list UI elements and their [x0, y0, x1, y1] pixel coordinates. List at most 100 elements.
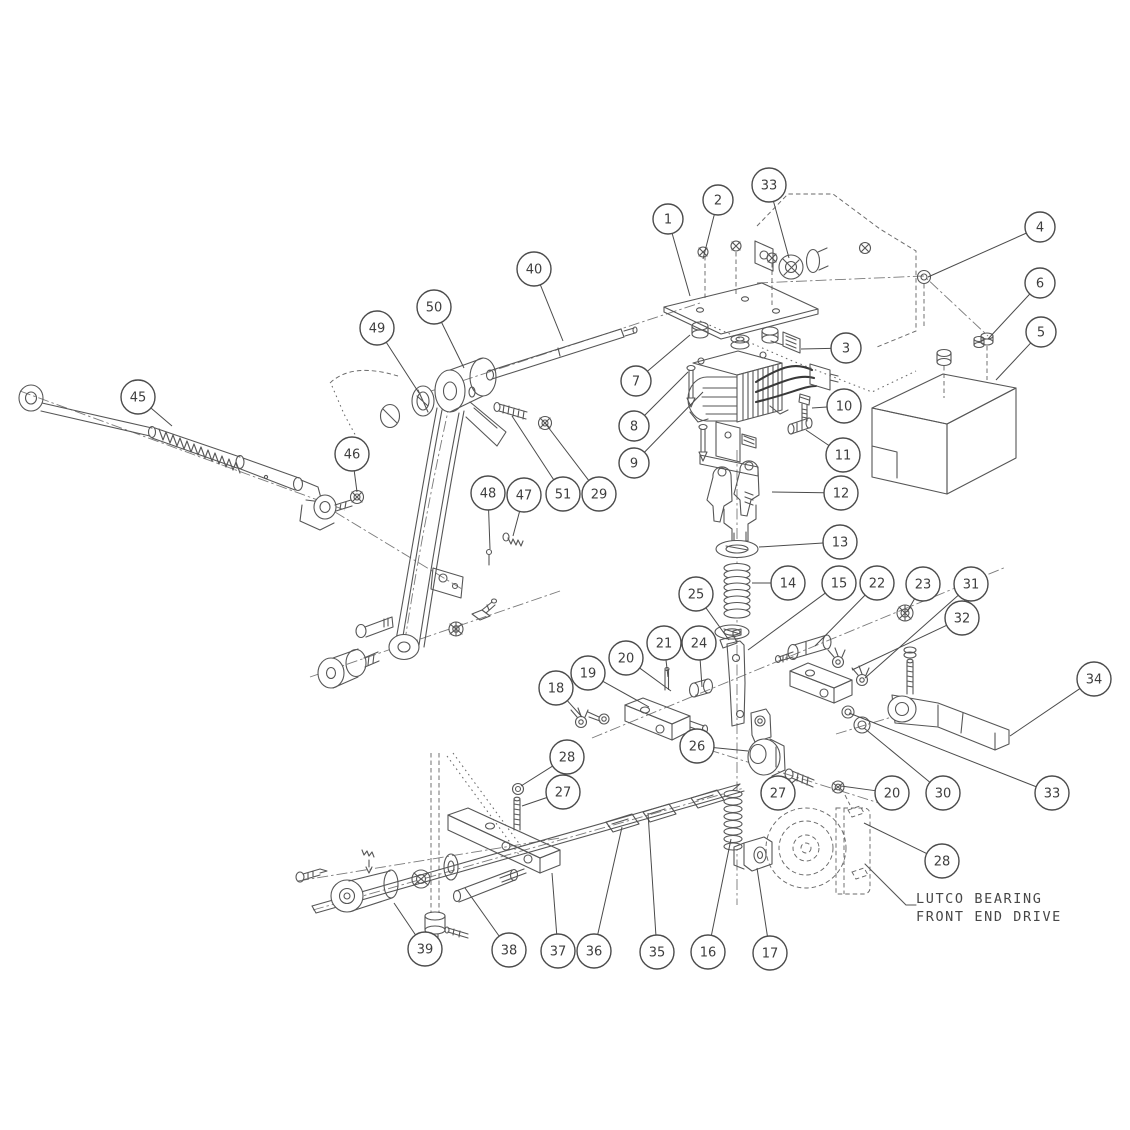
callout-number-12: 12: [833, 487, 850, 502]
callout-balloon-34: [1076, 661, 1112, 697]
leader-line-27: [791, 778, 798, 784]
lock-nut-42: [448, 621, 464, 637]
callout-balloon-18: [538, 670, 574, 706]
nut-28-left: [511, 782, 525, 796]
lutco-bearing: [765, 794, 871, 895]
spring-14: [723, 562, 751, 619]
leader-line-49: [385, 342, 420, 394]
callout-number-9: 9: [630, 457, 638, 472]
leader-line-5: [995, 342, 1032, 381]
leader-line-34: [1009, 688, 1081, 737]
callout-balloon-33: [751, 167, 787, 203]
callout-balloon-47: [506, 477, 542, 513]
callout-balloon-10: [826, 388, 862, 424]
leader-line-16: [710, 838, 732, 936]
spring-screw-47: [502, 532, 524, 547]
callout-balloon-8: [618, 410, 650, 442]
flat-link-15: [719, 628, 746, 727]
leader-line-36: [597, 826, 623, 935]
callout-balloon-5: [1025, 316, 1057, 348]
bolt-44: [355, 616, 394, 639]
note-label: LUTCO BEARING FRONT END DRIVE: [864, 863, 1062, 925]
leader-line-4: [927, 232, 1027, 278]
callout-balloon-4: [1024, 211, 1056, 243]
callout-number-20: 20: [618, 652, 635, 667]
fitting-43: [471, 598, 498, 621]
callout-number-17: 17: [762, 947, 779, 962]
callout-balloon-25: [678, 576, 714, 612]
callout-number-48: 48: [480, 487, 497, 502]
callout-number-51: 51: [555, 488, 572, 503]
leader-line-30: [863, 727, 931, 783]
callout-number-27: 27: [555, 786, 572, 801]
spring-16: [723, 783, 743, 851]
screw-27-right: [784, 768, 815, 788]
callout-number-20: 20: [884, 787, 901, 802]
link-straps-12: [706, 460, 760, 542]
callout-balloon-27: [760, 775, 796, 811]
callout-balloon-37: [540, 933, 576, 969]
leader-line-45: [150, 407, 173, 427]
callout-number-29: 29: [591, 488, 608, 503]
callout-balloon-45: [120, 379, 156, 415]
bolt-small-left: [587, 711, 610, 725]
callout-number-19: 19: [580, 667, 597, 682]
callout-balloon-35: [639, 934, 675, 970]
callout-number-18: 18: [548, 682, 565, 697]
tie-rod-45: [18, 384, 353, 531]
callout-number-33: 33: [761, 179, 778, 194]
adjuster-screw-51: [493, 401, 528, 420]
clip-31b: [851, 665, 870, 687]
note-leader: [864, 863, 917, 906]
callout-balloon-20: [608, 640, 644, 676]
pin-48: [485, 548, 493, 566]
bell-crank-26: [747, 708, 786, 777]
callout-number-6: 6: [1036, 277, 1044, 292]
callout-number-21: 21: [656, 637, 673, 652]
washer-33-right: [841, 705, 855, 719]
leader-line-17: [756, 867, 768, 937]
leader-line-1: [671, 233, 691, 297]
block-37: [447, 807, 561, 874]
hidden-lines: [329, 193, 988, 913]
callout-number-36: 36: [586, 945, 603, 960]
callout-number-2: 2: [714, 194, 722, 209]
callout-number-31: 31: [963, 578, 980, 593]
leader-line-20: [840, 785, 876, 792]
roller-39: [330, 849, 399, 913]
oval-washer-39: [443, 853, 459, 881]
callout-number-33: 33: [1044, 787, 1061, 802]
callout-number-32: 32: [954, 612, 971, 627]
callout-balloon-9: [618, 447, 650, 479]
callout-number-8: 8: [630, 420, 638, 435]
callout-balloon-49: [359, 310, 395, 346]
callout-balloon-16: [690, 934, 726, 970]
leader-line-19: [602, 680, 650, 708]
clutch-solenoid: [754, 240, 829, 280]
leader-line-50: [441, 322, 465, 369]
callout-number-13: 13: [832, 536, 849, 551]
callout-number-1: 1: [664, 213, 672, 228]
leader-line-38: [464, 887, 500, 937]
callout-balloon-27: [545, 774, 581, 810]
leader-line-15: [747, 592, 826, 651]
cylinder-22: [774, 634, 832, 664]
callout-number-16: 16: [700, 946, 717, 961]
leader-line-51: [511, 415, 555, 481]
leader-line-23: [906, 598, 915, 613]
callout-balloon-11: [825, 437, 861, 473]
callout-balloon-15: [821, 565, 857, 601]
mounting-plate: [663, 282, 819, 340]
screw-bottom-left: [295, 868, 328, 883]
callout-number-22: 22: [869, 577, 886, 592]
roller-24: [688, 678, 714, 698]
callout-number-30: 30: [935, 787, 952, 802]
end-plug: [379, 403, 401, 429]
note-line-2: FRONT END DRIVE: [916, 909, 1062, 925]
leader-line-46: [353, 470, 358, 493]
callout-number-39: 39: [417, 943, 434, 958]
terminal-bracket-3: [770, 331, 801, 354]
leader-line-33: [773, 201, 790, 259]
pivot-arm: [388, 357, 507, 661]
callout-number-15: 15: [831, 577, 848, 592]
